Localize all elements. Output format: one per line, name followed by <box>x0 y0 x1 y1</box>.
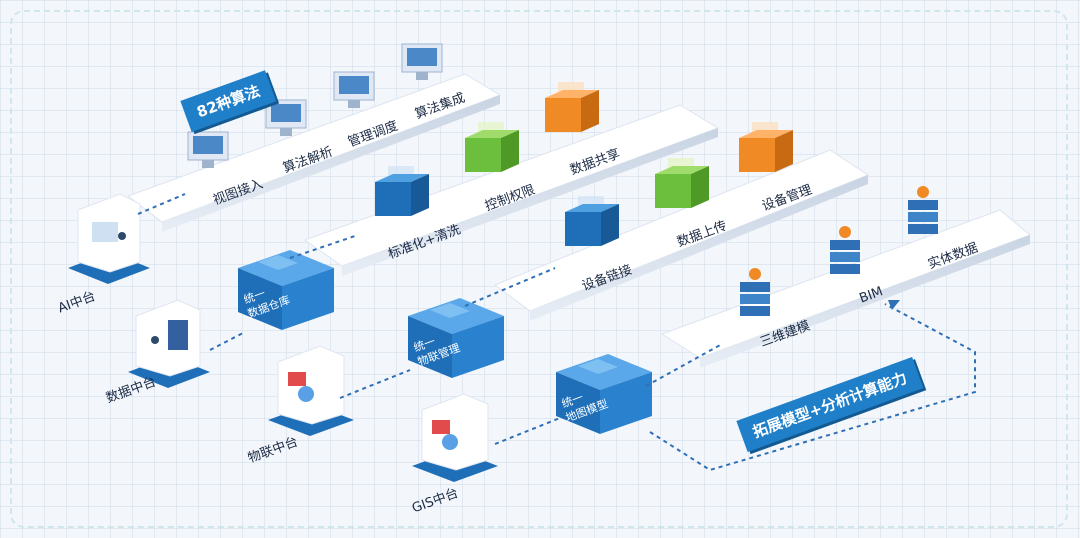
dashed-frame <box>10 10 1068 528</box>
server-stack-icon <box>908 186 938 234</box>
upload-cube-icon <box>655 158 709 208</box>
server-stack-icon <box>830 226 860 274</box>
server-stack-icon <box>740 268 770 316</box>
monitor-icon <box>187 131 229 168</box>
monitor-icon <box>265 99 307 136</box>
arrowhead-icon <box>888 300 900 310</box>
ai-platform-tile <box>68 193 150 284</box>
unified-block-iot <box>408 298 504 378</box>
iot-platform-tile <box>268 345 354 436</box>
device-link-cube-icon <box>565 196 619 246</box>
platform-data <box>303 104 720 276</box>
unified-block-warehouse <box>238 250 334 330</box>
platform-algorithms <box>126 73 502 232</box>
monitor-icon <box>401 43 443 80</box>
standardize-cube-icon <box>375 166 429 216</box>
device-manage-cube-icon <box>739 122 793 172</box>
unified-block-map <box>556 354 652 434</box>
monitor-icon <box>333 71 375 108</box>
permission-cube-icon <box>465 122 519 172</box>
platform-gis <box>660 209 1031 368</box>
share-cube-icon <box>545 82 599 132</box>
gis-platform-tile <box>412 393 498 482</box>
data-platform-tile <box>128 299 210 388</box>
dashed-connectors <box>137 193 976 472</box>
platform-iot <box>493 149 870 321</box>
